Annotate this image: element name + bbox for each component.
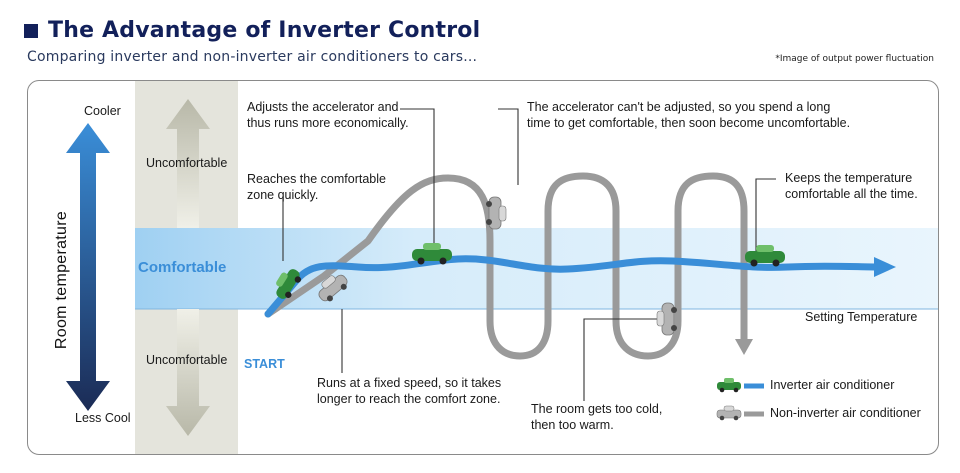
axis-ylabel: Room temperature (53, 210, 70, 350)
non-inverter-arrowhead-icon (735, 339, 753, 355)
inverter-path (264, 255, 882, 318)
legend-non-inverter: Non-inverter air conditioner (766, 406, 921, 420)
legend-non-inverter-label: Non-inverter air conditioner (770, 406, 921, 420)
annotation-reaches-comfort: Reaches the comfortable zone quickly. (247, 172, 386, 202)
leader-lines (282, 108, 776, 401)
page-title: The Advantage of Inverter Control (48, 18, 481, 43)
cooler-gray-arrow-icon (166, 99, 210, 228)
inverter-car-economical-icon (412, 243, 452, 265)
legend-inverter-car-icon (717, 378, 741, 393)
heading: The Advantage of Inverter Control (24, 18, 480, 43)
axis-top-label: Cooler (84, 104, 121, 118)
axis-bottom-label: Less Cool (75, 411, 131, 425)
footnote: *Image of output power fluctuation (775, 54, 934, 64)
less-cool-gray-arrow-icon (166, 309, 210, 436)
inverter-car-steady-icon (745, 245, 785, 267)
annotation-cant-adjust: The accelerator can't be adjusted, so yo… (527, 100, 851, 130)
non-inverter-car-rising-icon (318, 274, 348, 302)
inverter-arrowhead-icon (874, 257, 896, 277)
diagram-panel: Cooler Less Cool Room temperature Uncomf… (27, 80, 939, 455)
room-temperature-axis-arrow-icon (66, 123, 110, 411)
annotation-too-cold: The room gets too cold, then too warm. (531, 402, 663, 432)
inverter-car-rising-icon (276, 269, 302, 299)
page-subtitle: Comparing inverter and non-inverter air … (27, 49, 478, 65)
zone-lower-label: Uncomfortable (146, 353, 228, 367)
non-inverter-car-climbing-icon (656, 302, 677, 336)
non-inverter-path (264, 172, 748, 360)
zone-upper-label: Uncomfortable (146, 156, 228, 170)
setting-temperature-label: Setting Temperature (805, 310, 918, 324)
annotation-keeps-comfortable: Keeps the temperature comfortable all th… (785, 171, 918, 201)
annotation-fixed-speed: Runs at a fixed speed, so it takes longe… (317, 376, 502, 406)
start-label: START (244, 357, 285, 371)
legend-inverter-label: Inverter air conditioner (770, 378, 895, 392)
non-inverter-car-falling-icon (486, 196, 507, 230)
zone-comfortable-label: Comfortable (138, 259, 227, 276)
heading-square-icon (24, 23, 38, 38)
annotation-accelerator: Adjusts the accelerator and thus runs mo… (247, 100, 409, 130)
legend-inverter: Inverter air conditioner (766, 378, 894, 392)
diagram-canvas (66, 81, 938, 454)
legend-non-inverter-car-icon (716, 405, 742, 421)
